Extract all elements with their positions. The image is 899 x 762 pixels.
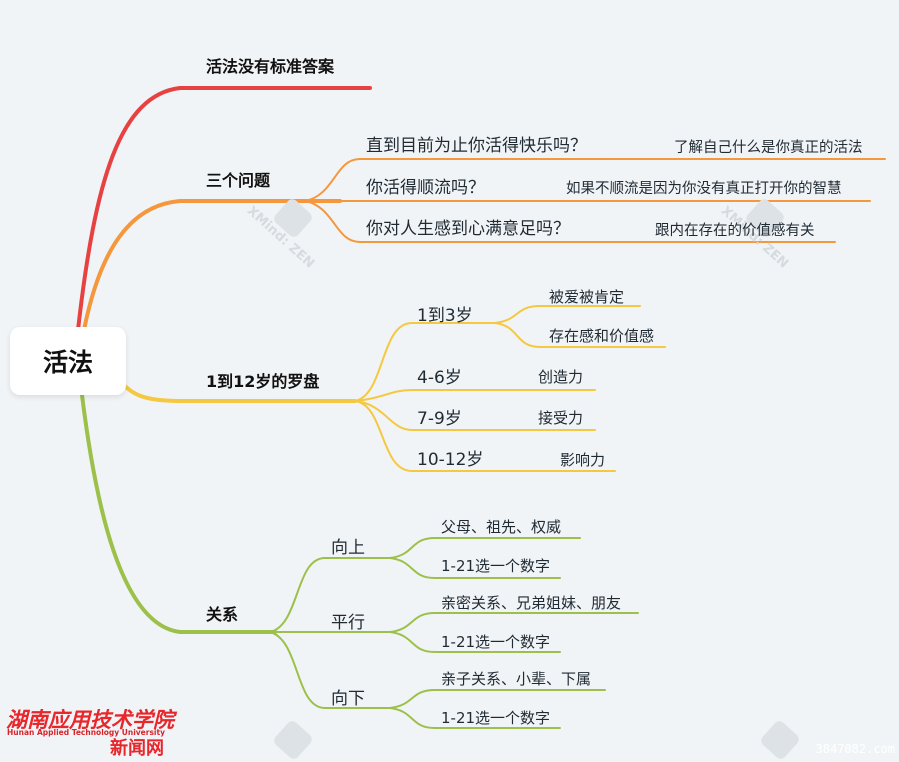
parallel-pick-number[interactable]: 1-21选一个数字 [441, 633, 551, 651]
branch-label-compass[interactable]: 1到12岁的罗盘 [206, 372, 320, 391]
question-flow[interactable]: 你活得顺流吗？ [366, 178, 485, 198]
university-logo-en: Hunan Applied Technology University [7, 728, 165, 737]
central-topic-label: 活法 [42, 348, 93, 377]
footer-watermark-text: 3847082.com [815, 742, 895, 756]
upward-pick-number[interactable]: 1-21选一个数字 [441, 557, 551, 575]
age-7-9[interactable]: 7-9岁 [417, 409, 462, 429]
downward-pick-number[interactable]: 1-21选一个数字 [441, 709, 551, 727]
news-site-label: 新闻网 [110, 738, 164, 759]
note-know-yourself[interactable]: 了解自己什么是你真正的活法 [674, 140, 863, 156]
relation-downward[interactable]: 向下 [331, 689, 365, 709]
trait-creativity[interactable]: 创造力 [538, 368, 584, 386]
branch-line-red [76, 86, 372, 332]
central-topic[interactable]: 活法 [10, 327, 126, 395]
upward-people[interactable]: 父母、祖先、权威 [441, 518, 562, 536]
relation-upward[interactable]: 向上 [331, 538, 365, 558]
branch-line-green [80, 393, 277, 634]
parallel-people[interactable]: 亲密关系、兄弟姐妹、朋友 [441, 594, 622, 612]
branch-label-relations[interactable]: 关系 [206, 605, 239, 624]
note-open-wisdom[interactable]: 如果不顺流是因为你没有真正打开你的智慧 [566, 181, 842, 197]
age-1-3[interactable]: 1到3岁 [417, 306, 473, 326]
trait-presence-value[interactable]: 存在感和价值感 [549, 327, 655, 345]
branch-label-three-questions[interactable]: 三个问题 [206, 171, 271, 190]
trait-influence[interactable]: 影响力 [560, 451, 606, 469]
downward-people[interactable]: 亲子关系、小辈、下属 [441, 670, 592, 688]
trait-acceptance[interactable]: 接受力 [538, 409, 584, 427]
age-10-12[interactable]: 10-12岁 [417, 450, 484, 470]
branch-line-orange [82, 199, 342, 332]
relation-parallel[interactable]: 平行 [331, 613, 365, 633]
branch-label-no-standard-answer[interactable]: 活法没有标准答案 [206, 57, 335, 76]
question-happy[interactable]: 直到目前为止你活得快乐吗？ [366, 136, 587, 156]
trait-loved-affirmed[interactable]: 被爱被肯定 [549, 288, 625, 306]
question-satisfied[interactable]: 你对人生感到心满意足吗？ [366, 219, 570, 239]
note-inner-value[interactable]: 跟内在存在的价值感有关 [655, 223, 815, 239]
university-logo-cn: 湖南应用技术学院 [6, 707, 174, 732]
age-4-6[interactable]: 4-6岁 [417, 368, 462, 388]
